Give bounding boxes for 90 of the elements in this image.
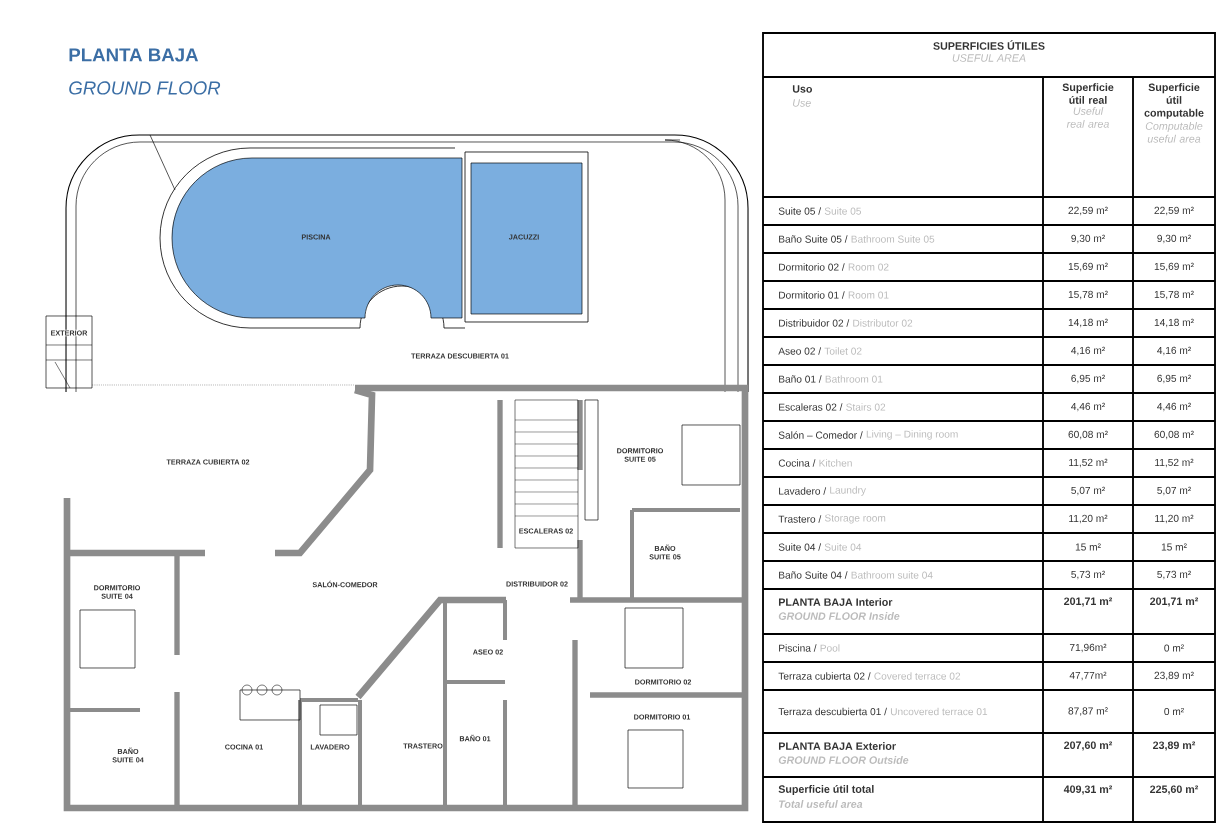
area-value: 6,95 m²: [1157, 374, 1191, 384]
row-label: Terraza descubierta 01 /: [778, 707, 887, 716]
translation-text: Toilet 02: [824, 347, 862, 355]
row-label: Dormitorio 01 /: [779, 291, 845, 299]
row-label: Trastero /: [778, 515, 822, 523]
row-label: Suite 04 /: [778, 543, 822, 551]
area-value: 15 m²: [1161, 543, 1187, 551]
column-subheading: Computable useful area: [1145, 122, 1203, 143]
area-value: 5,07 m²: [1157, 486, 1191, 496]
translation-text: GROUND FLOOR Outside: [778, 756, 909, 764]
area-value: 87,87 m²: [1068, 707, 1108, 716]
area-value: 0 m²: [1164, 707, 1184, 716]
area-value: 47,77m²: [1069, 671, 1107, 681]
title: PLANTA BAJA: [69, 48, 199, 62]
translation-text: Suite 04: [824, 543, 862, 551]
area-value: 15,69 m²: [1068, 262, 1108, 272]
area-value: 71,96m²: [1069, 643, 1107, 653]
area-value: 22,59 m²: [1154, 206, 1194, 216]
translation-text: Storage room: [824, 514, 886, 524]
area-value: 4,16 m²: [1157, 346, 1191, 356]
translation-text: Uncovered terrace 01: [890, 707, 988, 716]
subtitle: GROUND FLOOR: [69, 81, 221, 95]
area-value: 15 m²: [1075, 543, 1101, 551]
row-label: Distribuidor 02 /: [779, 319, 850, 327]
area-value: 23,89 m²: [1153, 741, 1196, 751]
column-heading: Uso: [792, 85, 812, 93]
area-value: 11,52 m²: [1155, 458, 1194, 468]
translation-text: Bathroom Suite 05: [851, 235, 935, 243]
area-value: 4,16 m²: [1071, 346, 1105, 356]
area-value: 15,69 m²: [1154, 262, 1194, 272]
translation-text: Distributor 02: [853, 319, 913, 327]
row-label: Escaleras 02 /: [779, 403, 843, 411]
table-subheading: USEFUL AREA: [952, 54, 1026, 62]
area-value: 60,08 m²: [1068, 430, 1108, 440]
row-label: Dormitorio 02 /: [779, 263, 845, 271]
area-value: 11,20 m²: [1069, 514, 1108, 524]
table-heading: SUPERFICIES ÚTILES: [933, 40, 1045, 50]
area-value: 9,30 m²: [1157, 234, 1191, 244]
translation-text: Laundry: [830, 486, 866, 496]
row-label: Lavadero /: [779, 487, 827, 495]
column-subheading: Useful real area: [1066, 107, 1109, 128]
area-value: 14,18 m²: [1154, 318, 1194, 328]
row-label: Aseo 02 /: [778, 347, 822, 355]
area-value: 201,71 m²: [1064, 597, 1113, 607]
translation-text: Stairs 02: [846, 403, 886, 411]
translation-text: Total useful area: [779, 800, 863, 808]
translation-text: Kitchen: [819, 459, 852, 467]
area-value: 15,78 m²: [1068, 290, 1108, 300]
column-heading: Superficie útil real: [1062, 83, 1114, 104]
translation-text: Room 02: [848, 263, 889, 271]
area-value: 0 m²: [1164, 644, 1184, 652]
area-value: 207,60 m²: [1064, 741, 1113, 751]
area-value: 4,46 m²: [1157, 402, 1191, 412]
row-label: Salón – Comedor /: [778, 431, 863, 439]
row-label: Baño Suite 04 /: [779, 571, 848, 579]
area-value: 201,71 m²: [1150, 597, 1199, 607]
translation-text: Bathroom suite 04: [851, 571, 933, 579]
area-value: 22,59 m²: [1068, 206, 1108, 216]
translation-text: Pool: [820, 644, 840, 652]
area-value: 14,18 m²: [1068, 318, 1108, 328]
row-label: Cocina /: [778, 459, 816, 467]
translation-text: Living – Dining room: [866, 430, 958, 440]
row-label: Baño 01 /: [779, 375, 822, 383]
row-label: PLANTA BAJA Interior: [779, 598, 893, 606]
translation-text: Covered terrace 02: [874, 672, 961, 680]
row-label: Piscina /: [779, 644, 817, 652]
area-value: 15,78 m²: [1154, 290, 1194, 300]
row-label: PLANTA BAJA Exterior: [779, 742, 896, 750]
area-value: 9,30 m²: [1071, 234, 1105, 244]
area-value: 4,46 m²: [1071, 402, 1105, 412]
area-value: 225,60 m²: [1150, 785, 1199, 795]
column-subheading: Use: [793, 99, 811, 107]
area-value: 23,89 m²: [1154, 671, 1194, 681]
area-value: 5,07 m²: [1071, 486, 1105, 496]
area-value: 60,08 m²: [1154, 430, 1194, 440]
translation-text: Bathroom 01: [825, 375, 883, 383]
translation-text: Room 01: [848, 291, 889, 299]
row-label: Baño Suite 05 /: [779, 235, 848, 243]
area-value: 6,95 m²: [1071, 374, 1105, 384]
area-value: 5,73 m²: [1157, 570, 1191, 580]
row-label: Terraza cubierta 02 /: [778, 672, 871, 680]
row-label: Suite 05 /: [778, 207, 822, 215]
area-value: 11,20 m²: [1155, 514, 1194, 524]
column-heading: Superficie útil computable: [1144, 83, 1204, 119]
translation-text: GROUND FLOOR Inside: [778, 612, 900, 620]
area-value: 11,52 m²: [1069, 458, 1108, 468]
row-label: Superficie útil total: [778, 785, 874, 795]
translation-text: Suite 05: [824, 207, 862, 215]
area-value: 5,73 m²: [1071, 570, 1105, 580]
area-value: 409,31 m²: [1063, 785, 1113, 795]
